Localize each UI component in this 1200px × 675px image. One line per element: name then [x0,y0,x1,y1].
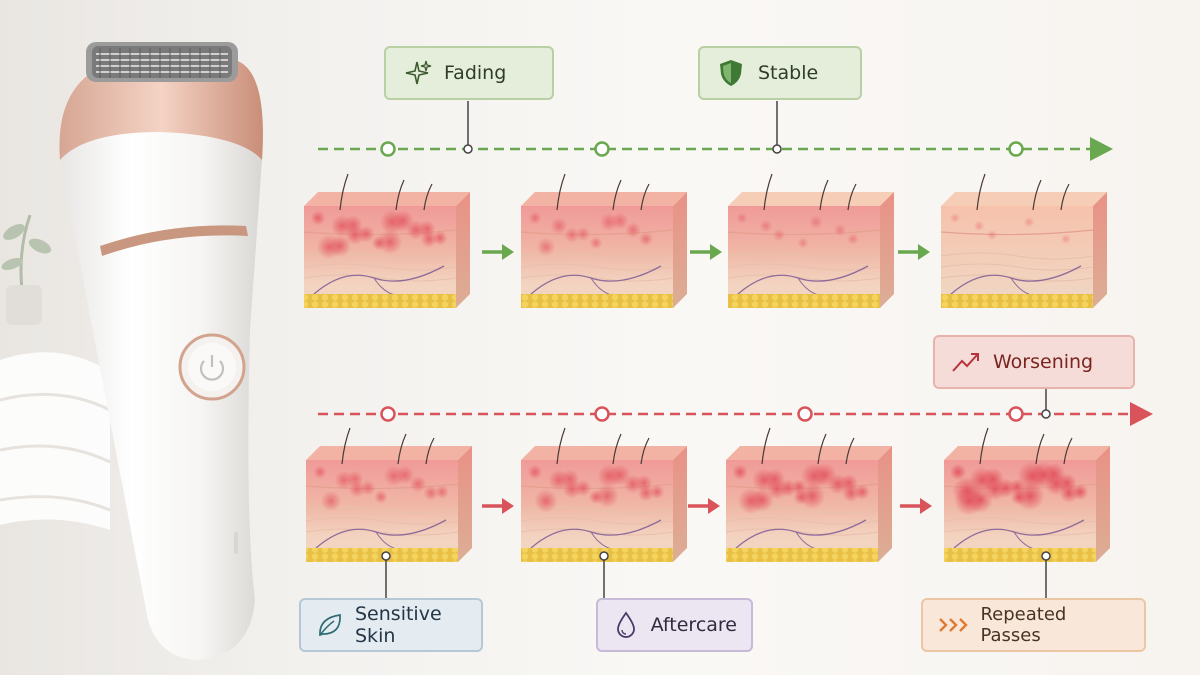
skin-cross-section [305,427,472,562]
bottom-timeline-node [797,406,813,422]
bottom-timeline-line [318,402,1153,426]
skin-cross-section [940,173,1107,308]
repeated-passes-label: Repeated Passes [921,598,1146,652]
towel-decor [0,352,111,530]
aftercare-label: Aftercare [596,598,753,652]
top-timeline-node [594,141,610,157]
skin-cross-section [725,427,892,562]
skin-cross-section [520,427,687,562]
fading-text: Fading [444,62,507,84]
epilator-device [59,42,263,660]
stable-label: Stable [698,46,862,100]
skin-cross-section [520,173,687,308]
plant-decor [1,214,52,325]
worsening-text: Worsening [993,351,1094,373]
skin-cross-section [943,427,1110,562]
fading-label: Fading [384,46,554,100]
progression-arrow [690,244,722,260]
epilator-blades [92,46,232,78]
top-timeline-node [1008,141,1024,157]
worsening-label: Worsening [933,335,1135,389]
progression-arrow [900,498,932,514]
sensitive-skin-text: Sensitive Skin [355,603,442,647]
sparkle-icon [400,56,434,90]
repeated-passes-text: Repeated Passes [980,604,1067,646]
top-timeline-node [380,141,396,157]
progression-arrow [482,244,514,260]
progression-arrow [898,244,930,260]
shield-icon [714,56,748,90]
droplet-icon [612,608,641,642]
stable-text: Stable [758,62,819,84]
leaf-icon [315,608,345,642]
power-icon[interactable] [178,333,246,401]
trend-up-icon [949,345,983,379]
sensitive-skin-label: Sensitive Skin [299,598,483,652]
bottom-timeline-node [380,406,396,422]
aftercare-text: Aftercare [650,614,737,636]
connector-dots [381,144,1051,561]
progression-arrow [688,498,720,514]
top-timeline-line [318,137,1113,161]
progression-arrow [482,498,514,514]
bottom-timeline-node [594,406,610,422]
triple-chevron-icon [937,608,970,642]
skin-cross-section [727,173,894,308]
bottom-timeline-node [1008,406,1024,422]
skin-cross-section [303,173,470,308]
